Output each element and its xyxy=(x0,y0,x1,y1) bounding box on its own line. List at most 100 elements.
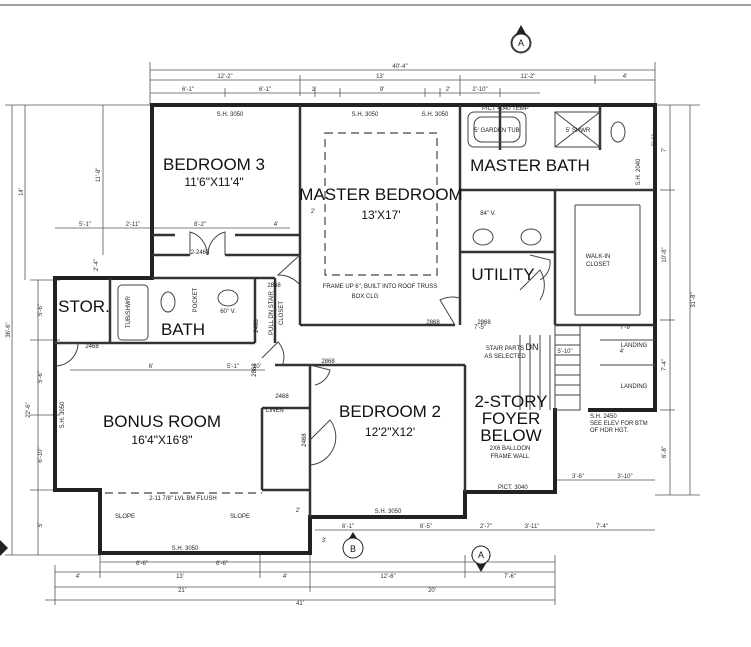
dim-top-seg2: 13' xyxy=(376,74,384,80)
bath-sink-icon xyxy=(217,289,239,307)
dim-right-6: 6'-8" xyxy=(662,446,668,458)
dim-left-6: 6'-10" xyxy=(38,447,44,462)
dim-misc-6: 5'-1" xyxy=(227,364,239,370)
dim-right-overall: 31'-8" xyxy=(691,292,697,307)
section-arrow-left-icon xyxy=(0,540,8,556)
room-labels: BEDROOM 3 11'6"X11'4" MASTER BEDROOM 13'… xyxy=(58,155,590,447)
dim-top-sub1: 6'-1" xyxy=(182,87,194,93)
room-stor-name: STOR. xyxy=(58,297,110,316)
door-2868-c: 2868 xyxy=(477,320,491,326)
dim-bottom-b1: 4' xyxy=(76,574,80,580)
interior-walls xyxy=(55,105,655,517)
pocket-label: POCKET xyxy=(193,287,199,312)
dim-top-sub4: 9' xyxy=(380,87,384,93)
garden-tub-icon xyxy=(467,111,527,148)
shower-label: 5' SHWR xyxy=(566,128,591,134)
closet-v-label: CLOSET xyxy=(279,301,285,325)
dim-left-overall: 36'-6" xyxy=(6,322,12,337)
room-master-bath-name: MASTER BATH xyxy=(470,156,590,175)
sink-icon-2 xyxy=(520,228,542,246)
dim-bottom-overall: 41' xyxy=(296,601,304,607)
door-2468-e: 2468 xyxy=(302,433,308,447)
room-master-bedroom-name: MASTER BEDROOM xyxy=(299,185,462,204)
window-sh3050-b: S.H. 3050 xyxy=(352,112,379,118)
room-utility-name: UTILITY xyxy=(471,265,534,284)
door-2868-b: 2868 xyxy=(426,320,440,326)
room-bedroom3-name: BEDROOM 3 xyxy=(163,155,265,174)
dim-misc-4: 4' xyxy=(274,222,278,228)
dim-bottom-b3: 4' xyxy=(283,574,287,580)
dim-top-sub6: 2'-10" xyxy=(472,87,487,93)
dim-misc-5: 6' xyxy=(149,364,153,370)
walk-in-label: WALK-IN xyxy=(586,254,611,260)
dim-left-22: 22'-6" xyxy=(26,402,32,417)
dim-bottom-s9: 3'-10" xyxy=(617,474,632,480)
closet-label: CLOSET xyxy=(586,262,610,268)
dim-bottom-s1: 6'-6" xyxy=(136,561,148,567)
bath-toilet-icon xyxy=(160,291,176,313)
dim-bottom-s2: 6'-6" xyxy=(216,561,228,567)
window-sh3050-c: S.H. 3050 xyxy=(422,112,449,118)
frame-wall-label: FRAME WALL xyxy=(491,454,530,460)
dim-bottom-c1: 21' xyxy=(178,588,186,594)
balloon-label: 2X6 BALLOON xyxy=(490,446,531,452)
toilet-icon xyxy=(610,121,626,143)
left-dimensions: 36'-6" 14' 22'-6" 11'-8" 5'-6" 5'-6" 6'-… xyxy=(5,104,150,556)
dim-misc-7: 10' xyxy=(253,364,261,370)
door-2468-c: 2468 xyxy=(254,319,260,333)
dim-top-seg4: 4' xyxy=(623,74,627,80)
vanity-84-label: 84" V. xyxy=(480,211,496,217)
section-marker-b: B xyxy=(342,532,364,559)
dim-bottom-s7: 7'-4" xyxy=(596,524,608,530)
marker-a-top-label: A xyxy=(518,38,524,48)
dim-misc-10: 5'-10" xyxy=(557,349,572,355)
window-sh3050-e: S.H. 3050 xyxy=(375,509,402,515)
pull-down-label: PULL DN STAIR xyxy=(269,290,275,335)
tub-shower-icon xyxy=(117,284,149,341)
door-2868-a: 2868 xyxy=(267,283,281,289)
room-bonus-size: 16'4"X16'8" xyxy=(131,433,192,447)
sh-2450-label: S.H. 2450 xyxy=(590,414,617,420)
dim-bottom-s3: 6'-1" xyxy=(342,524,354,530)
dim-top-seg1: 12'-2" xyxy=(217,74,232,80)
dim-misc-12: 2' xyxy=(311,209,315,215)
window-sh3050-d: S.H. 3050 xyxy=(172,546,199,552)
right-dimensions: 31'-8" 7' 10'-8" 7'-4" 6'-8" 5'-6" xyxy=(652,104,700,496)
bottom-dimensions: 4' 13' 4' 12'-6" 7'-6" 21' 20' 41' 6'-6"… xyxy=(45,474,655,607)
door-2868-e: 2868 xyxy=(252,363,258,377)
dim-misc-8: 7'-5" xyxy=(474,325,486,331)
section-marker-a-bottom: A xyxy=(471,545,491,572)
window-sh2040: S.H. 2040 xyxy=(636,158,642,185)
room-bath-name: BATH xyxy=(161,320,205,339)
room-foyer-line3: BELOW xyxy=(480,426,541,445)
dim-bottom-b2: 13' xyxy=(176,574,184,580)
dim-top-seg3: 11'-2" xyxy=(521,74,536,80)
bath-fixtures: TUB/SHWR 60" V. POCKET PULL DN STAIR CLO… xyxy=(117,284,285,341)
walk-in-closet: WALK-IN CLOSET xyxy=(574,204,641,316)
room-bonus-name: BONUS ROOM xyxy=(103,412,221,431)
dim-top-overall: 40'-4" xyxy=(392,64,407,70)
window-sh3050-a: S.H. 3050 xyxy=(217,112,244,118)
dim-top-sub3: 2' xyxy=(312,87,316,93)
landing-label-1: LANDING xyxy=(621,343,648,349)
dim-bottom-s5: 2'-7" xyxy=(480,524,492,530)
dim-right-7: 7' xyxy=(662,148,668,152)
dim-misc-3: 8'-2" xyxy=(194,222,206,228)
garden-tub-label: 5' GARDEN TUB xyxy=(474,128,519,134)
dn-label: DN xyxy=(526,342,539,352)
dim-left-11: 11'-8" xyxy=(96,168,102,183)
door-2-2468: 2-2468 xyxy=(191,250,210,256)
dim-misc-9: 7'-9" xyxy=(620,325,632,331)
room-foyer-line2: FOYER xyxy=(482,409,541,428)
room-bedroom2-size: 12'2"X12' xyxy=(365,425,415,439)
interior-dimensions: 5'-1" 2'-11" 8'-2" 4' 6' 5'-1" 10' 7'-5"… xyxy=(55,209,632,544)
frame-up-note: FRAME UP 6", BUILT INTO ROOF TRUSS xyxy=(323,284,438,290)
top-dimensions: 40'-4" 12'-2" 13' 11'-2" 4' 6'-1" 6'-1" … xyxy=(149,62,656,105)
dim-bottom-b5: 7'-6" xyxy=(504,574,516,580)
door-2468-d: 2468 xyxy=(275,394,289,400)
room-bedroom3-size: 11'6"X11'4" xyxy=(184,175,243,189)
vanity-60-label: 60" V. xyxy=(220,309,236,315)
dim-left-2: 2'-4" xyxy=(94,259,100,271)
dim-top-sub2: 6'-1" xyxy=(259,87,271,93)
